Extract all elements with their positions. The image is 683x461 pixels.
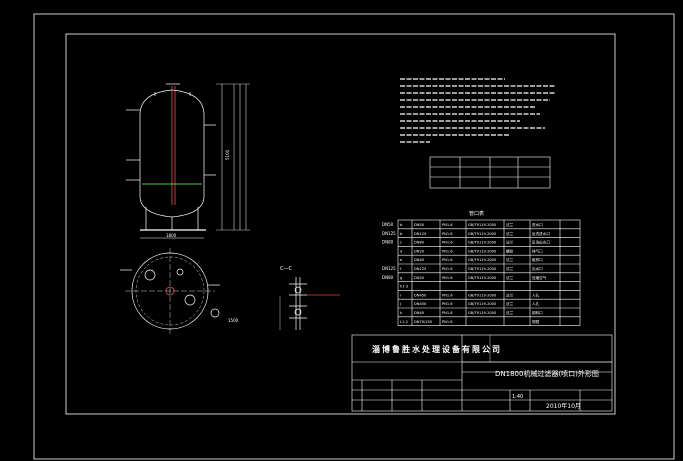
dimension-plan-label: 1500 — [228, 318, 239, 323]
nozzle-table-cell: b — [400, 232, 403, 236]
nozzle-table-cell: PN1.6 — [442, 223, 453, 227]
drawing-scale: 1:40 — [512, 394, 523, 400]
nozzle-table-cell: 压缩空气 — [532, 275, 547, 280]
nozzle-table-cell: PN1.6 — [442, 241, 453, 245]
nozzle-table-cell: DN70/150 — [414, 320, 433, 324]
nozzle-table-cell: 取样口 — [532, 257, 543, 262]
nozzle-table-cell: DN80 — [414, 241, 425, 245]
nozzle-table-cell: PN1.6 — [442, 258, 453, 262]
nozzle-table-cell: DN450 — [414, 293, 427, 297]
nozzle-table-cell: PN1.6 — [442, 232, 453, 236]
nozzle-table-cell: GB/T9119-2000 — [468, 311, 497, 315]
nozzle-table-cell: DN125 — [414, 232, 426, 236]
nozzle-table-cell: 法兰 — [506, 275, 514, 280]
nozzle-table-cell: PN1.6 — [442, 249, 453, 253]
nozzle-table-cell: L1-2 — [400, 320, 408, 324]
nozzle-table-cell: 法兰 — [506, 257, 514, 262]
nozzle-table-cell: 法兰 — [506, 266, 514, 271]
nozzle-side-label: DN80 — [382, 275, 394, 280]
nozzle-side-label: DN125 — [382, 266, 396, 271]
nozzle-table-cell: e — [400, 258, 403, 262]
nozzle-table-cell: k — [400, 311, 403, 315]
nozzle-table-cell: GB/T9119-2000 — [468, 276, 497, 280]
nozzle-table-cell: PN1.6 — [442, 320, 453, 324]
nozzle-table-cell: 反洗出水口 — [532, 240, 550, 245]
nozzle-table-cell: DN20 — [414, 249, 425, 253]
vessel-plan-view — [120, 248, 220, 334]
nozzle-table-cell: g — [400, 276, 402, 280]
nozzle-table-cell: j — [399, 302, 401, 306]
nozzle-table-cell: 法兰 — [506, 231, 514, 236]
nozzle-table-cell: PN1.6 — [442, 302, 453, 306]
company-name: 淄博鲁胜水处理设备有限公司 — [372, 344, 502, 354]
nozzle-table-cell: 反洗进水口 — [532, 231, 550, 236]
inner-frame — [65, 33, 616, 415]
nozzle-table-cell: 进水口 — [532, 222, 543, 227]
nozzle-table-cell: GB/T9119-2000 — [468, 302, 497, 306]
nozzle-table-cell: GB/T9119-2000 — [468, 258, 497, 262]
section-cc-view — [279, 277, 340, 330]
nozzle-table-cell: c — [400, 241, 402, 245]
nozzle-table-cell: GB/T9119-2000 — [468, 223, 497, 227]
nozzle-table-cell: GB/T9119-2000 — [468, 241, 497, 245]
nozzle-table-cell: d — [400, 249, 402, 253]
nozzle-table-cell: GB/T9119-2000 — [468, 232, 497, 236]
design-data-table — [429, 156, 551, 189]
nozzle-side-label: DN50 — [382, 222, 394, 227]
outer-frame — [33, 13, 675, 460]
nozzle-table-cell: DN40 — [414, 311, 425, 315]
nozzle-table-cell: DN50 — [414, 276, 425, 280]
nozzle-table-title: 管口表 — [469, 210, 484, 217]
nozzle-table-cell: 卸料口 — [532, 310, 543, 315]
nozzle-table-cell: DN50 — [414, 223, 425, 227]
nozzle-table-cell: GB/T9119-2000 — [468, 293, 497, 297]
nozzle-table-cell: 法兰 — [506, 240, 514, 245]
drawing-title: DN1800机械过滤器(喷口)外形图 — [495, 369, 599, 378]
nozzle-table-cell: DN450 — [414, 302, 427, 306]
nozzle-table-cell: 法兰 — [506, 310, 514, 315]
technical-notes-block — [400, 78, 555, 143]
nozzle-table-cell: PN1.6 — [442, 293, 453, 297]
vessel-elevation-view — [126, 83, 250, 239]
nozzle-table-cell: f — [400, 267, 402, 271]
nozzle-table-cell: 人孔 — [532, 301, 540, 306]
nozzle-table-cell: 人孔 — [532, 292, 540, 297]
section-label: C—C — [280, 266, 292, 272]
nozzle-table-cell: h1-3 — [400, 285, 408, 289]
nozzle-table-cell: DN125 — [414, 267, 426, 271]
nozzle-table-cell: 法兰 — [506, 301, 514, 306]
nozzle-table-cell: 视镜 — [532, 319, 540, 324]
nozzle-side-label: DN125 — [382, 231, 396, 236]
nozzle-table-cell: PN1.6 — [442, 267, 453, 271]
nozzle-table-cell: 出水口 — [532, 266, 543, 271]
nozzle-table-cell: 法兰 — [506, 222, 514, 227]
dimension-width-label: 1800 — [166, 233, 177, 238]
nozzle-table-cell: DN40 — [414, 258, 425, 262]
nozzle-table-cell: 螺纹 — [506, 248, 514, 253]
nozzle-table-cell: 法兰 — [506, 292, 514, 297]
nozzle-side-label: DN80 — [382, 240, 394, 245]
drawing-date: 2010年10月 — [546, 402, 581, 410]
nozzle-table-cell: GB/T9119-2000 — [468, 267, 497, 271]
nozzle-table-cell: PN1.6 — [442, 311, 453, 315]
nozzle-table-cell: b — [400, 223, 403, 227]
dimension-height-label: 5100 — [225, 149, 230, 160]
nozzle-table-cell: 排气口 — [532, 248, 543, 253]
nozzle-table-cell: GB/T9119-2000 — [468, 249, 497, 253]
title-block — [351, 334, 613, 412]
nozzle-table-cell: PN1.6 — [442, 276, 453, 280]
nozzle-table-cell: i — [400, 293, 401, 297]
